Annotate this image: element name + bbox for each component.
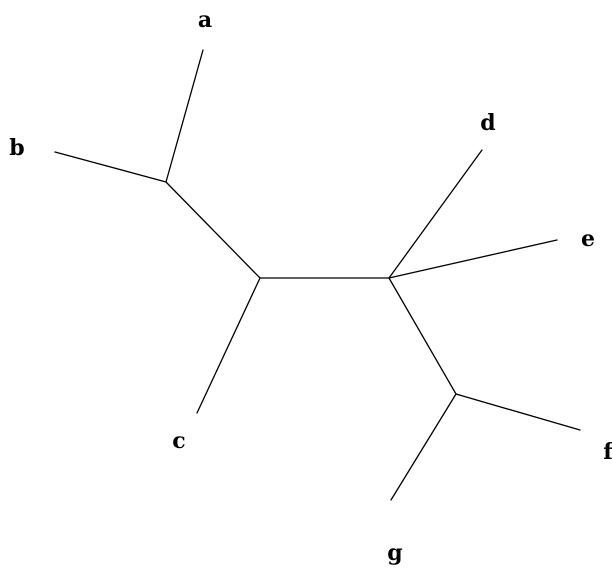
branch-n_defg-n_fg (388, 277, 457, 395)
branch-n_ab-a (165, 49, 204, 183)
branch-n_defg-d (388, 149, 483, 279)
branch-n_abc-c (196, 277, 261, 414)
leaf-label-f: f (603, 439, 612, 465)
leaf-label-c: c (172, 428, 185, 454)
branch-n_ab-n_abc (165, 181, 261, 279)
branch-n_fg-f (455, 393, 581, 431)
leaf-label-e: e (581, 226, 595, 252)
branch-n_fg-g (390, 393, 457, 501)
leaf-label-b: b (9, 135, 24, 161)
leaf-label-a: a (198, 7, 212, 33)
leaf-label-g: g (387, 540, 402, 566)
branch-n_ab-b (54, 151, 167, 183)
branches-layer (54, 49, 581, 501)
branch-n_defg-e (388, 239, 558, 279)
leaf-label-d: d (480, 110, 495, 136)
leaf-labels-layer: a b c d e f g (9, 7, 612, 566)
